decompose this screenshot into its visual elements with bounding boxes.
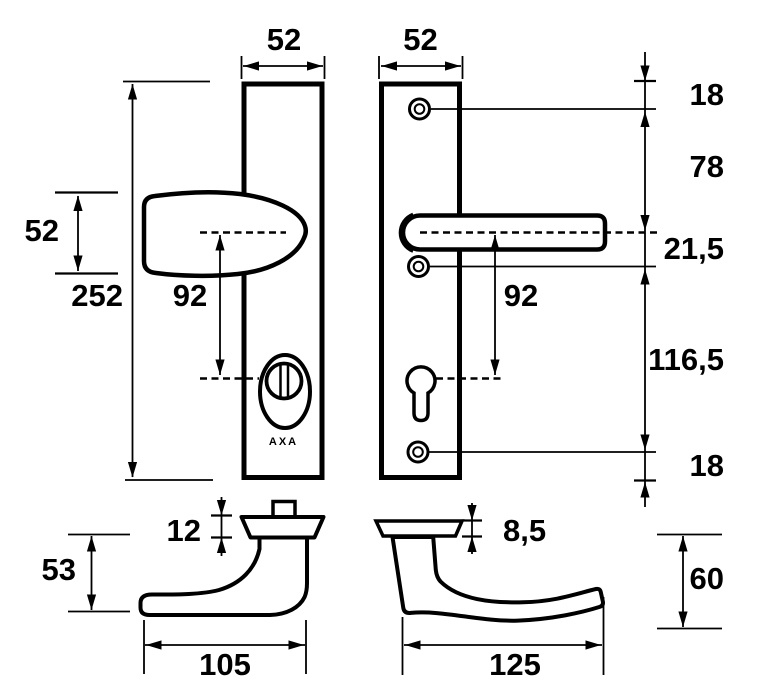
arrowhead [585, 640, 601, 650]
arrowhead [73, 255, 83, 271]
arrowhead [243, 61, 259, 71]
lever-rose-plate [373, 519, 465, 538]
dim-right-plate-width: 52 [378, 22, 464, 79]
arrowhead [678, 536, 688, 552]
screw-mid-center [412, 260, 425, 273]
dim-label: 12 [167, 513, 201, 548]
arrowhead [288, 640, 304, 650]
dim-label: 18 [690, 448, 724, 483]
knob-side-profile [138, 535, 309, 617]
dim-collar-height: 12 [167, 497, 232, 556]
brand-logo: AXA [269, 436, 298, 448]
keyhole [405, 365, 437, 423]
lever-side-profile [390, 535, 606, 623]
dim-rose-thickness: 8,5 [462, 503, 546, 554]
front-view-lever-plate [379, 81, 657, 480]
arrowhead [490, 359, 500, 375]
arrowhead [307, 61, 323, 71]
dim-label: 52 [403, 22, 437, 57]
dim-label: 116,5 [648, 342, 724, 377]
side-view-lever [373, 519, 606, 623]
arrowhead [146, 640, 162, 650]
arrowhead [86, 536, 97, 552]
side-view-knob [138, 499, 326, 617]
arrowhead [640, 65, 650, 81]
arrowhead [216, 500, 227, 516]
dim-label: 105 [199, 647, 251, 682]
arrowhead [445, 61, 461, 71]
arrowhead [640, 434, 650, 450]
dim-label: 18 [690, 77, 724, 112]
dim-label: 53 [42, 552, 76, 587]
dim-knob-height: 52 [25, 191, 118, 275]
dim-knob-length: 105 [143, 620, 307, 682]
arrowhead [127, 84, 138, 100]
arrowhead [640, 482, 650, 498]
dim-plate-height: 252 [71, 80, 213, 481]
arrowhead [73, 195, 83, 211]
knob-collar [239, 515, 326, 540]
dim-label: 125 [489, 647, 541, 682]
dim-lever-depth: 60 [657, 533, 724, 630]
arrowhead [640, 111, 650, 127]
dim-knob-depth: 53 [42, 533, 130, 613]
dim-knob-to-cylinder: 92 [173, 235, 225, 375]
dim-label: 60 [690, 561, 724, 596]
arrowhead [216, 537, 227, 553]
arrowhead [467, 536, 477, 552]
dim-chain-right: 18 78 21,5 116,5 18 [634, 52, 724, 507]
arrowhead [678, 611, 688, 627]
knob-spindle-tab [271, 499, 297, 519]
arrowhead [405, 640, 421, 650]
dim-label: 21,5 [664, 231, 724, 266]
door-knob [141, 190, 309, 279]
arrowhead [86, 594, 97, 610]
front-view-knob-plate: AXA [141, 81, 325, 480]
dim-label: 92 [173, 278, 207, 313]
dim-label: 252 [71, 278, 123, 313]
arrowhead [467, 505, 477, 521]
dim-label: 78 [690, 149, 724, 184]
screw-top-center [413, 103, 426, 115]
arrowhead [640, 269, 650, 285]
dim-lever-length: 125 [401, 597, 605, 682]
dim-label: 92 [504, 278, 538, 313]
dim-label: 8,5 [503, 513, 546, 548]
screw-bottom-center [412, 446, 424, 458]
dim-label: 52 [25, 213, 59, 248]
dim-label: 52 [267, 22, 301, 57]
cylinder-core [264, 361, 304, 401]
arrowhead [127, 462, 138, 478]
dim-handle-to-keyhole: 92 [490, 235, 538, 375]
arrowhead [381, 61, 397, 71]
arrowhead [640, 215, 650, 231]
dim-left-plate-width: 52 [240, 22, 326, 79]
arrowhead [215, 359, 225, 375]
